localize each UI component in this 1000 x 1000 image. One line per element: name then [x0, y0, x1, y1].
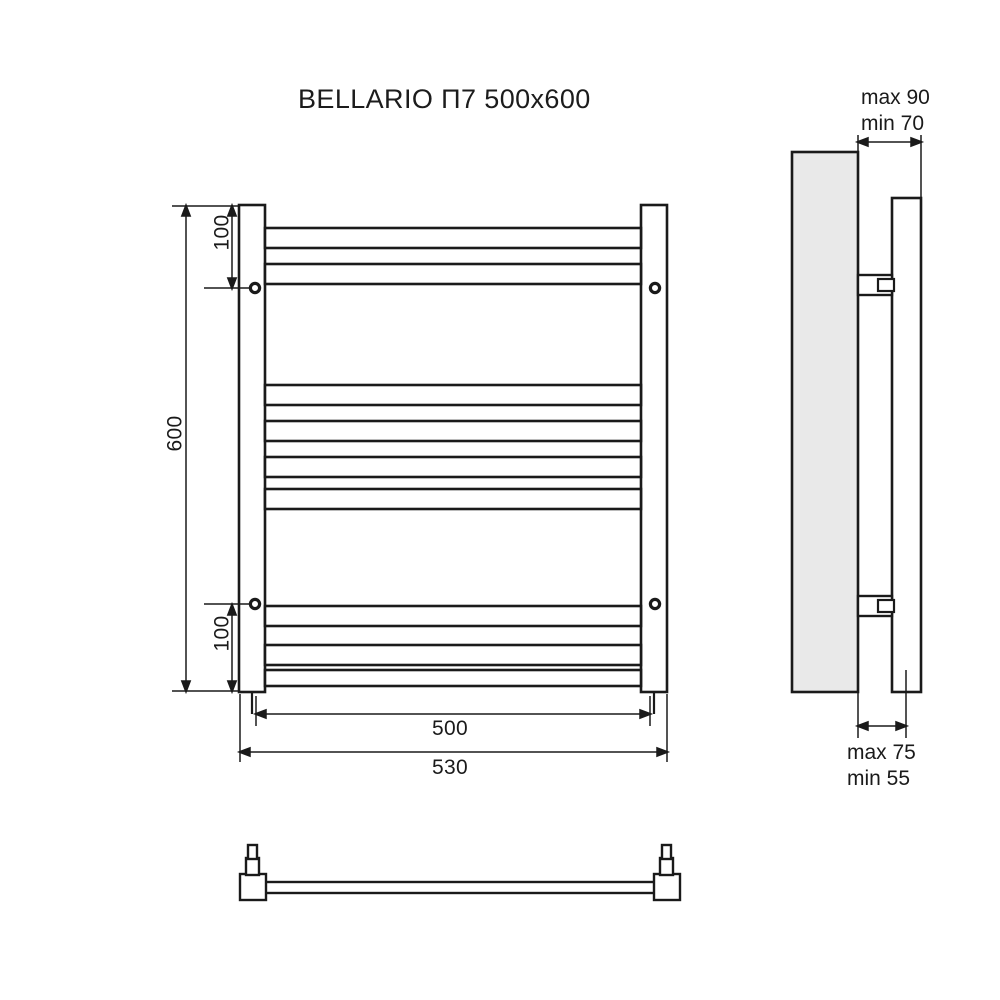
- page-title: BELLARIO П7 500x600: [298, 84, 591, 114]
- side-dimension-lines: [854, 135, 925, 738]
- rung-bar: [263, 455, 643, 479]
- arrow-head: [895, 720, 910, 732]
- plan-riser-tip: [660, 843, 673, 861]
- dimension-label-top-offset: 100: [210, 214, 234, 251]
- arrow-head: [226, 202, 238, 217]
- mounting-hole-icon: [648, 597, 662, 611]
- plan-end-block: [652, 872, 682, 902]
- front-dimension-lines: [172, 202, 671, 762]
- dimension-label-bottom-offset: 100: [210, 615, 234, 652]
- plan-riser-tip: [246, 843, 259, 861]
- dimension-label-rung-width: 500: [432, 717, 468, 740]
- left-rail: [237, 203, 267, 694]
- dimension-label-bottom-min: min 55: [847, 767, 911, 790]
- arrow-head: [910, 136, 925, 148]
- arrow-head: [226, 680, 238, 695]
- right-rail: [639, 203, 669, 694]
- rung-bar: [263, 383, 643, 407]
- plan-view-group: [238, 843, 682, 902]
- rung-bar: [263, 604, 643, 628]
- arrow-head: [180, 202, 192, 217]
- rung-bar: [263, 487, 643, 511]
- rung-bar: [263, 668, 643, 688]
- rung-bar: [263, 226, 643, 250]
- rung-bar: [263, 643, 643, 667]
- side-view-group: [790, 150, 923, 694]
- plan-riser: [658, 856, 675, 877]
- plan-riser: [244, 856, 261, 877]
- front-elevation-group: [237, 203, 669, 714]
- wall-bracket-pin: [876, 598, 896, 614]
- arrow-head: [252, 708, 267, 720]
- arrow-head: [656, 746, 671, 758]
- plan-end-block: [238, 872, 268, 902]
- arrow-head: [236, 746, 251, 758]
- dimension-label-overall-width: 530: [432, 756, 468, 779]
- dimension-label-bottom-max: max 75: [847, 741, 916, 764]
- arrow-head: [639, 708, 654, 720]
- wall-panel: [790, 150, 860, 694]
- arrow-head: [854, 136, 869, 148]
- rung-bar: [263, 419, 643, 443]
- dimension-label-top-max: max 90: [861, 86, 930, 109]
- arrow-head: [226, 601, 238, 616]
- side-rail-profile: [890, 196, 923, 694]
- arrow-head: [226, 277, 238, 292]
- mounting-hole-icon: [648, 281, 662, 295]
- plan-cross-tube: [260, 880, 660, 895]
- dimension-label-overall-height: 600: [163, 415, 187, 452]
- wall-bracket-pin: [876, 277, 896, 293]
- dimension-label-top-min: min 70: [861, 112, 925, 135]
- arrow-head: [854, 720, 869, 732]
- arrow-head: [180, 680, 192, 695]
- rung-bar: [263, 262, 643, 286]
